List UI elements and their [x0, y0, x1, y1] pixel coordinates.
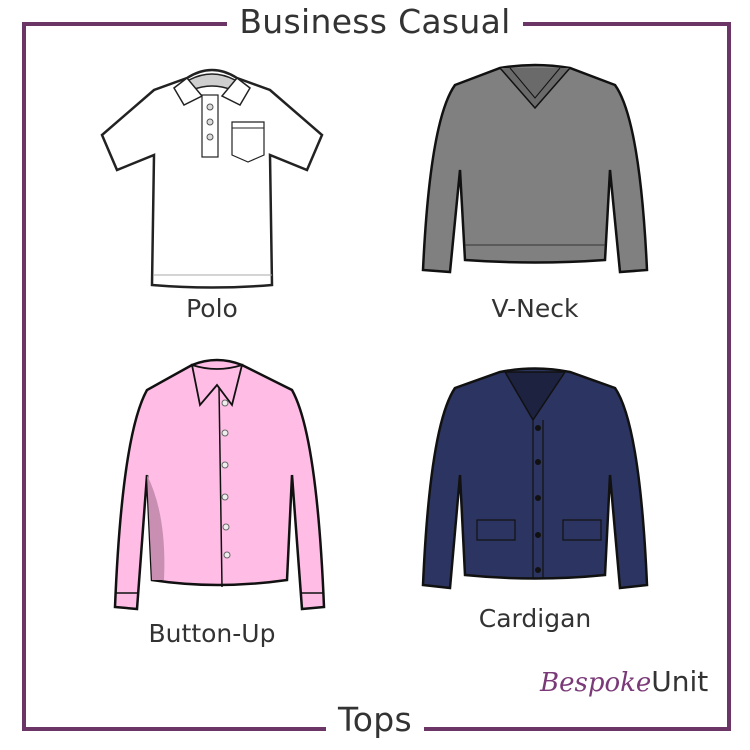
brand-script: Bespoke [540, 668, 652, 698]
brand-logo: BespokeUnit [540, 665, 708, 698]
footer: Tops [0, 700, 750, 739]
brand-word: Unit [651, 665, 709, 698]
item-cardigan: Cardigan [405, 360, 665, 633]
page-title: Business Casual [227, 2, 523, 41]
polo-shirt-icon [100, 68, 324, 289]
item-label: Polo [186, 294, 238, 323]
item-label: V-Neck [491, 294, 579, 323]
footer-title: Tops [325, 700, 425, 739]
item-polo: Polo [82, 60, 342, 323]
cardigan-icon [421, 367, 649, 590]
item-label: Cardigan [478, 604, 592, 633]
item-button-up: Button-Up [82, 355, 342, 648]
item-v-neck: V-Neck [405, 60, 665, 323]
item-label: Button-Up [148, 619, 276, 648]
header: Business Casual [0, 2, 750, 41]
v-neck-sweater-icon [421, 63, 649, 274]
button-up-shirt-icon [113, 358, 326, 611]
